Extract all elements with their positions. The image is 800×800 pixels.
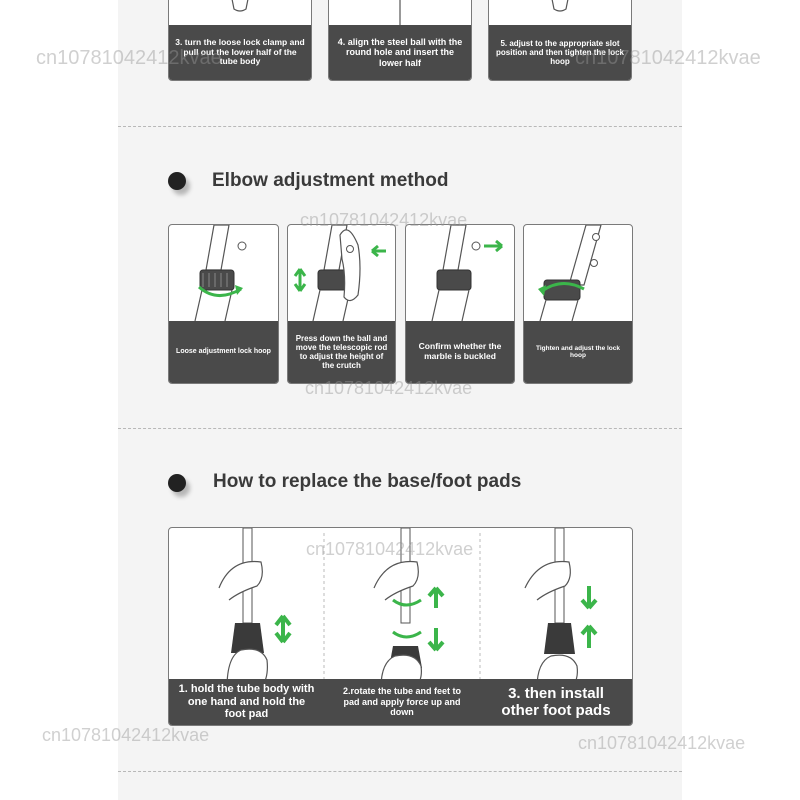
foot-captions-bar: 1. hold the tube body with one hand and …: [169, 679, 632, 725]
elbow-step-card-4: Tighten and adjust the lock hoop: [523, 224, 633, 384]
foot-step-caption-2: 2.rotate the tube and feet to pad and ap…: [342, 686, 461, 718]
elbow-step-caption-1: Loose adjustment lock hoop: [169, 321, 278, 383]
tube-cap-illustration: [551, 0, 569, 12]
top-step-card-4: 4. align the steel ball with the round h…: [328, 0, 472, 81]
section-divider: [118, 428, 682, 429]
top-step-card-5: 5. adjust to the appropriate slot positi…: [488, 0, 632, 81]
elbow-step-card-2: Press down the ball and move the telesco…: [287, 224, 396, 384]
foot-pad-illustrations: [218, 528, 598, 689]
top-step-caption-3: 3. turn the loose lock clamp and pull ou…: [169, 25, 311, 80]
elbow-section-title: Elbow adjustment method: [212, 170, 449, 191]
section-divider: [118, 771, 682, 772]
elbow-step-caption-4: Tighten and adjust the lock hoop: [524, 321, 632, 383]
foot-step-caption-3: 3. then install other foot pads: [501, 684, 611, 719]
tube-cap-illustration: [231, 0, 249, 12]
tube-illustration: [399, 0, 401, 25]
bullet-icon: [168, 474, 186, 492]
elbow-step-card-3: Confirm whether the marble is buckled: [405, 224, 515, 384]
section-divider: [118, 126, 682, 127]
elbow-step-caption-3: Confirm whether the marble is buckled: [406, 321, 514, 383]
top-step-caption-5: 5. adjust to the appropriate slot positi…: [489, 25, 631, 80]
marble-check-illustration: [431, 225, 503, 321]
top-step-caption-4: 4. align the steel ball with the round h…: [329, 25, 471, 80]
press-ball-illustration: [293, 225, 386, 321]
bullet-icon: [168, 172, 186, 190]
foot-pad-panel: 1. hold the tube body with one hand and …: [168, 527, 633, 726]
lock-hoop-tighten-illustration: [538, 225, 602, 321]
elbow-step-caption-2: Press down the ball and move the telesco…: [288, 321, 395, 383]
elbow-step-card-1: Loose adjustment lock hoop: [168, 224, 279, 384]
foot-section-title: How to replace the base/foot pads: [213, 471, 522, 492]
lock-hoop-loosen-illustration: [194, 225, 247, 321]
top-step-card-3: 3. turn the loose lock clamp and pull ou…: [168, 0, 312, 81]
foot-step-caption-1: 1. hold the tube body with one hand and …: [178, 683, 315, 721]
